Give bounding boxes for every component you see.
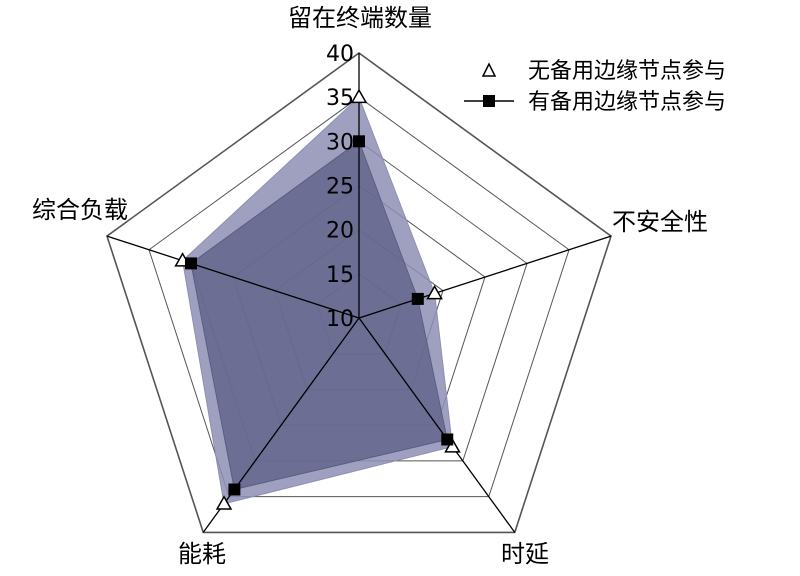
series-2-point-4 <box>228 483 241 496</box>
tick-label-35: 35 <box>326 86 354 111</box>
axis-label-latency: 时延 <box>501 540 549 568</box>
legend-label-series-2: 有备用边缘节点参与 <box>528 90 726 115</box>
tick-label-40: 40 <box>326 42 354 67</box>
legend-item-series-1: 无备用边缘节点参与 <box>481 59 726 84</box>
legend-item-series-2: 有备用边缘节点参与 <box>464 90 726 115</box>
axis-label-overall-load: 综合负载 <box>32 196 128 224</box>
series-2-point-3 <box>441 433 454 446</box>
legend: 无备用边缘节点参与 有备用边缘节点参与 <box>464 59 726 115</box>
series-1-point-4 <box>215 495 233 510</box>
tick-label-15: 15 <box>326 263 354 288</box>
tick-label-30: 30 <box>326 130 354 155</box>
marker-layer <box>174 88 461 510</box>
axis-label-layer: 留在终端数量 不安全性 时延 能耗 综合负载 <box>32 4 708 568</box>
grid-ring-35 <box>148 96 570 498</box>
grid-ring-40 <box>106 52 612 534</box>
spoke-layer <box>106 53 612 533</box>
tick-label-25: 25 <box>326 175 354 200</box>
series-2-point-2 <box>411 292 424 305</box>
series-layer <box>182 96 454 505</box>
legend-marker-triangle-icon <box>481 62 497 77</box>
axis-spoke-2 <box>358 235 612 319</box>
axis-label-energy: 能耗 <box>178 540 226 568</box>
axis-spoke-3 <box>358 317 516 533</box>
series-1-point-2 <box>426 284 443 300</box>
series-2-point-5 <box>184 257 197 270</box>
series-2-point-1 <box>353 135 365 148</box>
axis-spoke-4 <box>202 317 360 533</box>
axis-label-terminal-count: 留在终端数量 <box>288 4 432 32</box>
legend-label-series-1: 无备用边缘节点参与 <box>528 59 726 84</box>
tick-layer: 10 15 20 25 30 35 40 <box>326 42 354 332</box>
axis-spoke-5 <box>106 235 360 319</box>
series-1-point-1 <box>350 88 368 104</box>
series-1-point-3 <box>444 438 461 453</box>
legend-marker-square-icon <box>483 95 495 107</box>
tick-label-20: 20 <box>326 219 354 244</box>
axis-label-insecurity: 不安全性 <box>612 208 708 236</box>
series-area-2 <box>190 140 448 491</box>
tick-label-10: 10 <box>326 307 354 332</box>
